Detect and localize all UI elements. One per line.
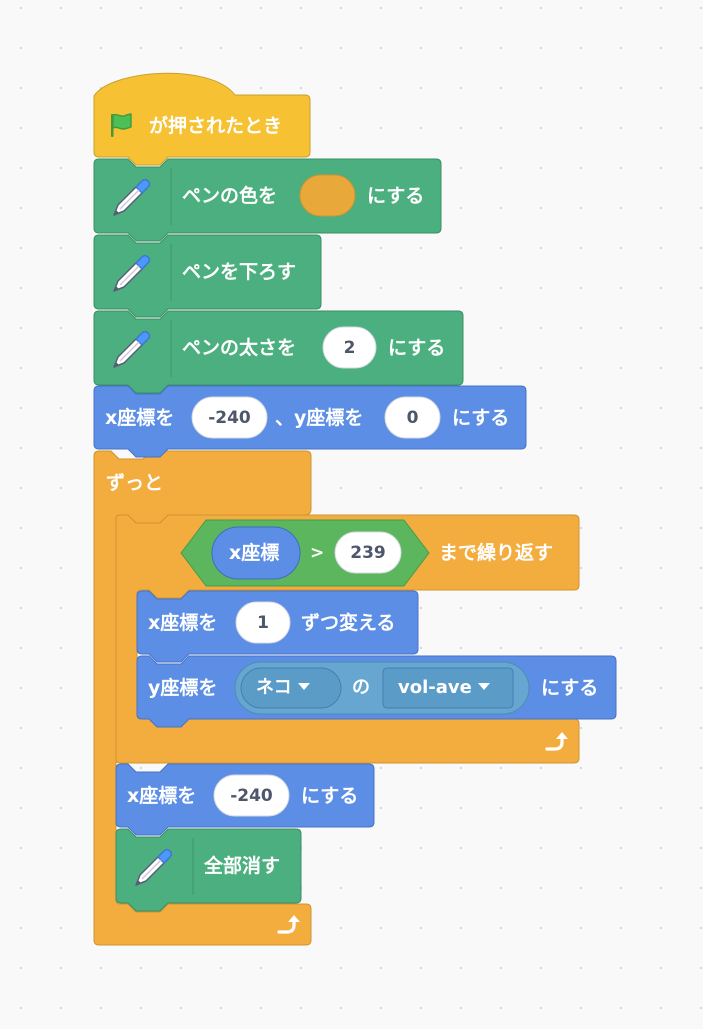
change-x-suffix: ずつ変える — [301, 612, 396, 634]
change-x-input-shape[interactable] — [235, 601, 291, 644]
object-menu-label: ネコ — [256, 677, 292, 698]
x-position-reporter-shape[interactable] — [211, 526, 301, 580]
set-x-input[interactable]: -240 — [230, 786, 273, 806]
object-menu-shape[interactable] — [240, 667, 342, 709]
chevron-down-icon — [297, 683, 310, 690]
set-y-label: y座標を — [148, 677, 218, 699]
go-x-input-shape[interactable] — [191, 396, 268, 439]
pen-icon — [106, 175, 156, 223]
compare-value-input-shape[interactable] — [334, 531, 402, 574]
set-x-suffix: にする — [301, 785, 359, 807]
go-y-input-shape[interactable] — [384, 396, 441, 439]
go-to-x-label: x座標を — [105, 407, 175, 429]
set-x-input-shape[interactable] — [213, 774, 290, 817]
loop-arrow-icon — [542, 729, 568, 759]
pen-icon — [106, 251, 156, 299]
set-x-label: x座標を — [127, 785, 197, 807]
pen-icon — [106, 327, 156, 375]
change-x-input[interactable]: 1 — [257, 613, 269, 633]
pen-size-block-shape[interactable] — [93, 310, 464, 394]
forever-label: ずっと — [106, 472, 164, 494]
pen-icon — [128, 845, 178, 893]
hat-block-shape[interactable] — [93, 72, 311, 166]
go-to-xy-suffix: にする — [452, 407, 510, 429]
x-position-reporter[interactable]: x座標 — [229, 542, 280, 564]
operator-symbol: > — [310, 543, 325, 563]
compare-value-input[interactable]: 239 — [350, 543, 386, 563]
pen-color-label: ペンの色を — [182, 185, 278, 207]
pen-color-swatch-shape[interactable] — [299, 174, 356, 217]
pen-size-input[interactable]: 2 — [343, 338, 356, 358]
go-to-y-input[interactable]: 0 — [406, 408, 419, 428]
sensing-of-label: の — [352, 677, 370, 698]
pen-color-suffix: にする — [367, 185, 425, 207]
pen-size-input-shape[interactable] — [322, 326, 377, 369]
pen-color-block-shape[interactable] — [93, 158, 442, 242]
set-y-suffix: にする — [541, 677, 599, 699]
pen-down-label: ペンを下ろす — [182, 261, 297, 283]
hat-label: が押されたとき — [149, 115, 283, 137]
clear-label: 全部消す — [204, 855, 281, 877]
property-menu-label: vol-ave — [398, 677, 472, 698]
repeat-until-label: まで繰り返す — [439, 542, 554, 564]
go-to-x-input[interactable]: -240 — [208, 408, 251, 428]
change-x-label: x座標を — [148, 612, 218, 634]
chevron-down-icon — [477, 683, 490, 690]
go-to-y-label: 、y座標を — [275, 407, 364, 429]
object-menu[interactable]: ネコ — [256, 676, 310, 700]
property-menu-shape[interactable] — [382, 667, 514, 709]
pen-down-block-shape[interactable] — [93, 234, 322, 318]
green-flag-icon — [107, 111, 135, 143]
pen-size-suffix: にする — [388, 337, 446, 359]
loop-arrow-icon — [274, 912, 300, 942]
pen-size-label: ペンの太さを — [182, 337, 297, 359]
property-menu[interactable]: vol-ave — [398, 676, 490, 700]
clear-block-shape[interactable] — [115, 828, 302, 912]
